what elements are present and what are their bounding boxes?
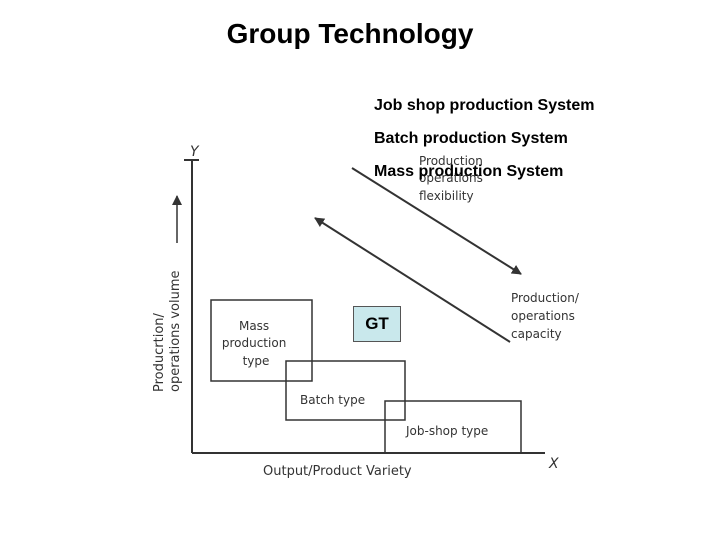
capacity-line-1: Production/ (511, 291, 580, 305)
batch-type-box (285, 360, 406, 421)
y-axis-label: Producrtion/ operations volume (152, 271, 183, 392)
y-label-line-2: operations volume (168, 271, 183, 392)
mass-production-box (210, 299, 313, 382)
capacity-arrow (314, 217, 511, 343)
capacity-line-3: capacity (511, 327, 562, 341)
flexibility-arrow (351, 167, 522, 275)
x-axis-letter: X (548, 456, 559, 472)
mass-line-2: production (222, 336, 286, 350)
flexibility-line-2: operations (419, 171, 483, 185)
mass-line-1: Mass (239, 319, 269, 333)
x-axis-label: Output/Product Variety (263, 464, 412, 479)
gt-box: GT (353, 306, 401, 342)
flexibility-line-1: Production (419, 154, 483, 168)
flexibility-label: Production operations flexibility (419, 154, 487, 203)
job-shop-type-label: Job-shop type (405, 424, 488, 438)
mass-system-label: Mass production System (374, 163, 564, 180)
capacity-line-2: operations (511, 309, 575, 323)
slide-title: Group Technology (226, 18, 474, 49)
batch-type-label: Batch type (300, 393, 365, 407)
mass-production-label: Mass production type (222, 319, 290, 368)
mass-line-3: type (243, 354, 270, 368)
flexibility-line-3: flexibility (419, 189, 474, 203)
capacity-label: Production/ operations capacity (511, 291, 583, 341)
y-label-line-1: Producrtion/ (152, 312, 167, 392)
job-shop-type-box (384, 400, 522, 454)
batch-system-label: Batch production System (374, 130, 568, 147)
y-axis-letter: Y (190, 144, 200, 160)
job-shop-system-label: Job shop production System (374, 97, 595, 114)
